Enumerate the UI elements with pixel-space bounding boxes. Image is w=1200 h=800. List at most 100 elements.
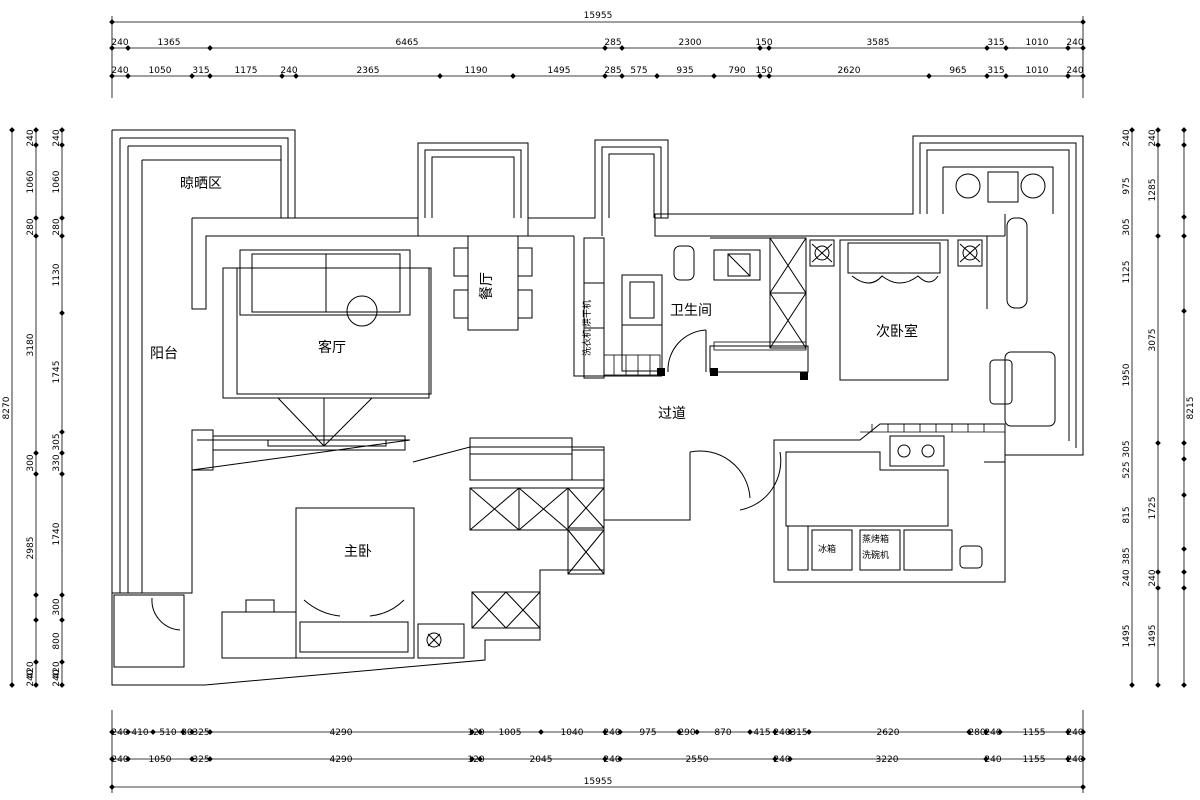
- dim-label: 240: [1066, 755, 1083, 765]
- dim-label: 800: [52, 632, 62, 649]
- living-room-area: [191, 249, 432, 471]
- dim-label: 330: [52, 454, 62, 471]
- dim-label: 1050: [149, 66, 172, 76]
- dim-label: 1725: [1148, 497, 1158, 520]
- dim-label: 240: [111, 755, 128, 765]
- dim-label: 2045: [530, 755, 553, 765]
- dim-label: 1285: [1148, 179, 1158, 202]
- dim-label: 1950: [1122, 363, 1132, 386]
- dim-label: 1010: [1026, 66, 1049, 76]
- dim-label: 2620: [838, 66, 861, 76]
- dim-label: 1050: [149, 755, 172, 765]
- dimension-ticks: [9, 19, 1187, 790]
- dim-label: 240: [773, 728, 790, 738]
- dim-label: 2620: [877, 728, 900, 738]
- dim-label: 2365: [357, 66, 380, 76]
- dim-label: 240: [1148, 569, 1158, 586]
- dim-label: 3075: [1148, 329, 1158, 352]
- dim-label: 1155: [1023, 728, 1046, 738]
- dim-label: 300: [26, 454, 36, 471]
- room-label-corridor: 过道: [658, 406, 686, 422]
- dim-label: 240: [984, 728, 1001, 738]
- dim-label: 2985: [26, 537, 36, 560]
- dim-label: 1495: [548, 66, 571, 76]
- bathroom-area: [573, 236, 809, 379]
- dim-top-total: 15955: [584, 11, 613, 21]
- kitchen-area: [604, 423, 1006, 583]
- dim-label: 120: [467, 755, 484, 765]
- dim-label: 315: [192, 66, 209, 76]
- room-label-balcony: 阳台: [150, 346, 178, 362]
- dim-label: 1060: [26, 170, 36, 193]
- dim-bottom-total: 15955: [584, 777, 613, 787]
- dim-label: 30: [181, 728, 193, 738]
- master-bedroom-area: [112, 437, 605, 686]
- dim-label: 240: [1122, 569, 1132, 586]
- dim-label: 6465: [396, 38, 419, 48]
- dim-label: 935: [676, 66, 693, 76]
- dim-label: 1130: [52, 263, 62, 286]
- dim-label: 4290: [330, 755, 353, 765]
- dim-label: 1040: [561, 728, 584, 738]
- dim-label: 1495: [1148, 625, 1158, 648]
- dim-label: 240: [1066, 38, 1083, 48]
- dim-label: 305: [52, 433, 62, 450]
- dim-label: 965: [949, 66, 966, 76]
- dim-label: 240: [984, 755, 1001, 765]
- room-label-bathroom: 卫生间: [670, 303, 712, 319]
- dim-label: 510: [159, 728, 176, 738]
- dim-label: 315: [987, 66, 1004, 76]
- dim-label: 2550: [686, 755, 709, 765]
- dim-label: 280: [26, 218, 36, 235]
- dim-label: 1495: [1122, 625, 1132, 648]
- dim-label: 2300: [679, 38, 702, 48]
- dim-label: 975: [639, 728, 656, 738]
- dim-label: 325: [192, 755, 209, 765]
- dim-label: 285: [604, 66, 621, 76]
- dim-label: 420: [52, 661, 62, 678]
- dim-label: 790: [728, 66, 745, 76]
- round-side-table: [346, 295, 378, 327]
- dim-label: 1155: [1023, 755, 1046, 765]
- room-label-second-bedroom: 次卧室: [876, 323, 918, 340]
- brick-wall-pattern: [860, 424, 1005, 433]
- dim-label: 240: [111, 728, 128, 738]
- dim-label: 325: [192, 728, 209, 738]
- dim-label: 815: [1122, 506, 1132, 523]
- dim-label: 240: [111, 38, 128, 48]
- dim-label: 240: [1148, 129, 1158, 146]
- wall-column: [800, 372, 808, 380]
- dim-label: 240: [1066, 728, 1083, 738]
- dim-label: 4290: [330, 728, 353, 738]
- dim-label: 150: [755, 66, 772, 76]
- dim-label: 240: [1066, 66, 1083, 76]
- dim-label: 240: [26, 669, 36, 686]
- kitchen-labels: 冰箱 蒸烤箱 洗碗机: [818, 533, 889, 561]
- dining-table: [453, 235, 533, 331]
- dim-label: 315: [987, 38, 1004, 48]
- dim-label: 1125: [1122, 261, 1132, 284]
- dim-label: 315: [790, 728, 807, 738]
- dim-label: 240: [603, 755, 620, 765]
- dim-label: 150: [755, 38, 772, 48]
- dim-label: 240: [26, 129, 36, 146]
- wall-column: [657, 368, 665, 376]
- dimension-labels-vertical: 8270 240 1060 280 3180 300 2985 420 240 …: [2, 129, 1196, 686]
- oven-label: 蒸烤箱: [862, 533, 889, 545]
- dim-left-total: 8270: [2, 396, 12, 419]
- dim-label: 1060: [52, 170, 62, 193]
- dim-label: 120: [467, 728, 484, 738]
- dim-label: 3180: [26, 333, 36, 356]
- window-seat: [955, 171, 1046, 203]
- dim-label: 525: [1122, 461, 1132, 478]
- dim-label: 1010: [1026, 38, 1049, 48]
- brick-wall-pattern: [603, 341, 807, 376]
- room-label-living-room: 客厅: [318, 339, 346, 356]
- dim-label: 575: [630, 66, 647, 76]
- room-label-dining-room: 餐厅: [479, 272, 495, 300]
- dim-label: 240: [111, 66, 128, 76]
- washer-label: 洗衣机: [581, 329, 593, 356]
- dim-label: 420: [26, 661, 36, 678]
- dim-label: 410: [131, 728, 148, 738]
